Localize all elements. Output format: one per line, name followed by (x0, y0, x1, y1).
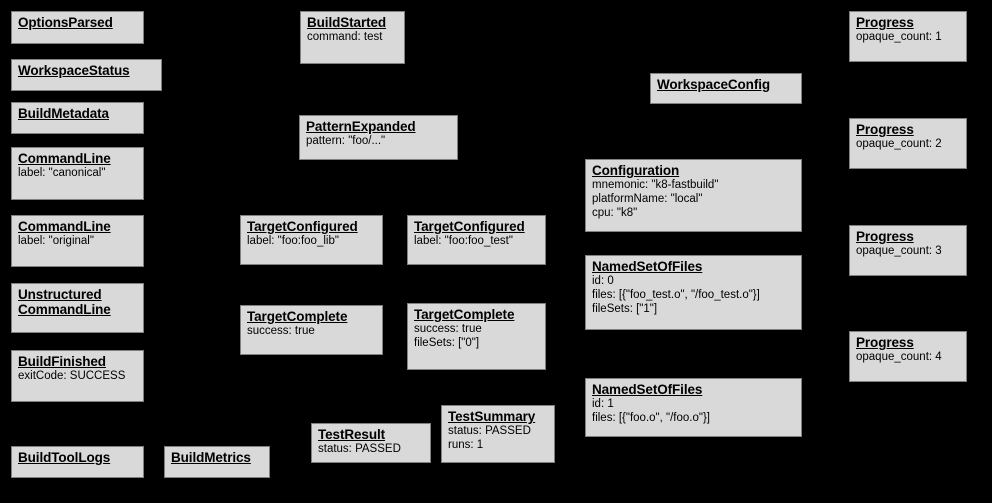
node-title: WorkspaceConfig (657, 77, 771, 92)
node-title: BuildMetrics (171, 450, 251, 465)
node-field-line: label: "foo:foo_test" (414, 235, 513, 247)
node-field-line: opaque_count: 2 (856, 138, 942, 150)
node-fields: label: "foo:foo_test" (414, 234, 540, 248)
node-title: TargetConfigured (247, 219, 358, 234)
node-field-line: fileSets: ["1"] (592, 303, 658, 315)
node-field-line: files: [{"foo_test.o", "/foo_test.o"}] (592, 289, 760, 301)
node-field-line: opaque_count: 3 (856, 245, 942, 257)
node-title: TargetComplete (247, 309, 348, 324)
node-workspace-status[interactable]: WorkspaceStatus (11, 59, 162, 91)
node-fields: exitCode: SUCCESS (18, 369, 138, 383)
node-title: TestResult (318, 427, 386, 442)
node-fields: id: 1 files: [{"foo.o", "/foo.o"}] (592, 397, 796, 425)
node-title: OptionsParsed (18, 15, 113, 30)
node-workspace-config[interactable]: WorkspaceConfig (650, 73, 802, 104)
node-title: TargetComplete (414, 307, 515, 322)
node-field-line: mnemonic: "k8-fastbuild" (592, 179, 719, 191)
node-field-line: opaque_count: 4 (856, 351, 942, 363)
node-fields: pattern: "foo/..." (306, 134, 452, 148)
node-title: CommandLine (18, 151, 111, 166)
node-unstructured-command-line[interactable]: Unstructured CommandLine (11, 283, 144, 333)
node-fields: opaque_count: 3 (856, 244, 961, 258)
node-field-line: fileSets: ["0"] (414, 337, 480, 349)
node-fields: opaque_count: 1 (856, 30, 961, 44)
node-field-line: success: true (414, 323, 482, 335)
node-title: BuildMetadata (18, 106, 109, 121)
node-title: NamedSetOfFiles (592, 259, 703, 274)
node-build-tool-logs[interactable]: BuildToolLogs (11, 446, 144, 478)
node-title: BuildFinished (18, 354, 106, 369)
node-field-line: id: 0 (592, 275, 614, 287)
node-fields: label: "original" (18, 234, 138, 248)
node-build-metrics[interactable]: BuildMetrics (164, 446, 270, 478)
node-title: Progress (856, 122, 914, 137)
node-fields: mnemonic: "k8-fastbuild" platformName: "l… (592, 178, 796, 220)
node-title: WorkspaceStatus (18, 63, 130, 78)
node-title: TestSummary (448, 409, 536, 424)
node-field-line: platformName: "local" (592, 193, 703, 205)
node-fields: command: test (307, 30, 399, 44)
node-title: BuildStarted (307, 15, 387, 30)
node-field-line: success: true (247, 325, 315, 337)
node-field-line: opaque_count: 1 (856, 31, 942, 43)
node-field-line: status: PASSED (318, 443, 401, 455)
node-title: Progress (856, 229, 914, 244)
node-fields: id: 0 files: [{"foo_test.o", "/foo_test.o… (592, 274, 796, 316)
node-field-line: label: "foo:foo_lib" (247, 235, 339, 247)
node-title: NamedSetOfFiles (592, 382, 703, 397)
node-fields: opaque_count: 4 (856, 350, 961, 364)
node-field-line: exitCode: SUCCESS (18, 370, 126, 382)
node-title: Configuration (592, 163, 680, 178)
node-fields: status: PASSED (318, 442, 425, 456)
node-field-line: runs: 1 (448, 439, 484, 451)
node-field-line: label: "original" (18, 235, 94, 247)
node-title: BuildToolLogs (18, 450, 111, 465)
node-fields: label: "canonical" (18, 166, 138, 180)
node-title: CommandLine (18, 219, 111, 234)
node-field-line: files: [{"foo.o", "/foo.o"}] (592, 412, 710, 424)
node-title: Progress (856, 335, 914, 350)
node-title: Progress (856, 15, 914, 30)
node-fields: success: true fileSets: ["0"] (414, 322, 540, 350)
node-field-line: id: 1 (592, 398, 614, 410)
node-fields: label: "foo:foo_lib" (247, 234, 377, 248)
node-field-line: cpu: "k8" (592, 207, 638, 219)
node-fields: opaque_count: 2 (856, 137, 961, 151)
node-build-metadata[interactable]: BuildMetadata (11, 102, 144, 134)
node-title: TargetConfigured (414, 219, 525, 234)
node-fields: status: PASSED runs: 1 (448, 424, 549, 452)
node-field-line: command: test (307, 31, 383, 43)
node-field-line: status: PASSED (448, 425, 531, 437)
node-title: Unstructured CommandLine (18, 287, 111, 317)
node-title: PatternExpanded (306, 119, 416, 134)
node-field-line: pattern: "foo/..." (306, 135, 386, 147)
node-fields: success: true (247, 324, 377, 338)
node-options-parsed[interactable]: OptionsParsed (11, 11, 144, 44)
node-field-line: label: "canonical" (18, 167, 106, 179)
